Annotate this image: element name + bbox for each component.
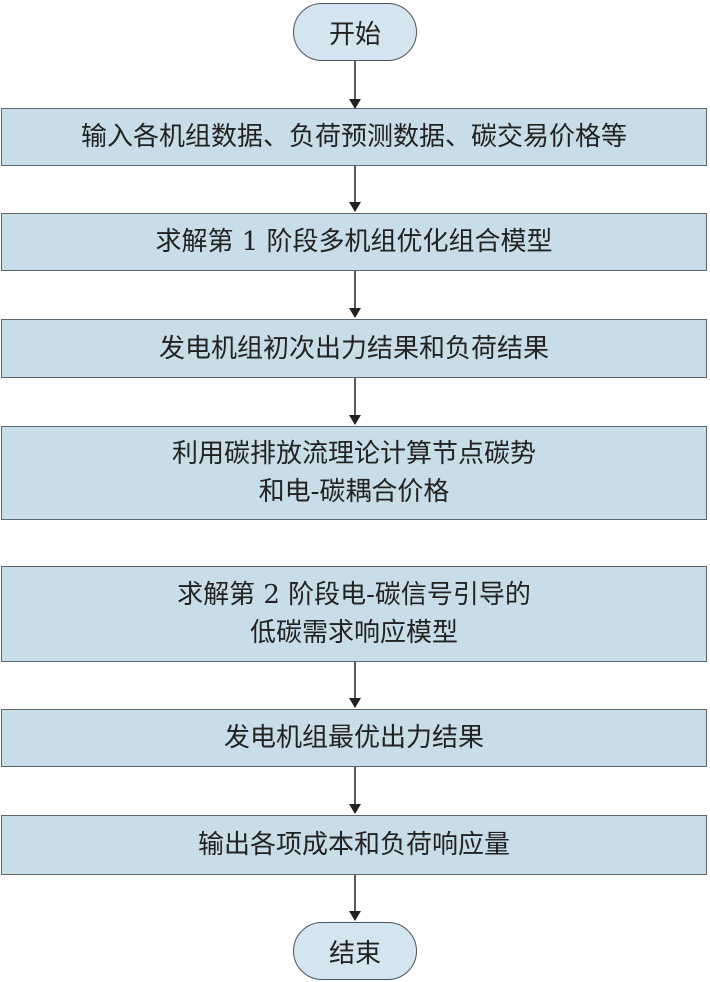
step-5-stage2-model: 求解第 2 阶段电-碳信号引导的 低碳需求响应模型 <box>1 566 707 662</box>
step-7-line-1: 输出各项成本和负荷响应量 <box>197 830 510 860</box>
end-label: 结束 <box>328 938 381 969</box>
step-3-line-1: 发电机组初次出力结果和负荷结果 <box>158 333 549 364</box>
step-4-line-2: 和电-碳耦合价格 <box>258 477 450 507</box>
step-6-line-1: 发电机组最优出力结果 <box>223 723 484 753</box>
step-5-line-1: 求解第 2 阶段电-碳信号引导的 <box>177 580 531 610</box>
step-5-line-2: 低碳需求响应模型 <box>249 618 458 648</box>
start-label: 开始 <box>328 19 381 50</box>
step-2-line-1: 求解第 1 阶段多机组优化组合模型 <box>155 227 553 257</box>
start-terminal: 开始 <box>293 3 417 61</box>
step-7-output-costs: 输出各项成本和负荷响应量 <box>1 815 707 875</box>
step-4-line-1: 利用碳排放流理论计算节点碳势 <box>171 439 536 469</box>
step-4-carbon-potential: 利用碳排放流理论计算节点碳势 和电-碳耦合价格 <box>1 426 707 520</box>
step-2-stage1-model: 求解第 1 阶段多机组优化组合模型 <box>1 213 707 271</box>
step-6-optimal-output: 发电机组最优出力结果 <box>1 709 707 767</box>
step-1-line-1: 输入各机组数据、负荷预测数据、碳交易价格等 <box>80 122 627 152</box>
step-3-initial-output: 发电机组初次出力结果和负荷结果 <box>1 319 707 378</box>
step-1-input-data: 输入各机组数据、负荷预测数据、碳交易价格等 <box>1 108 707 166</box>
end-terminal: 结束 <box>293 922 417 980</box>
